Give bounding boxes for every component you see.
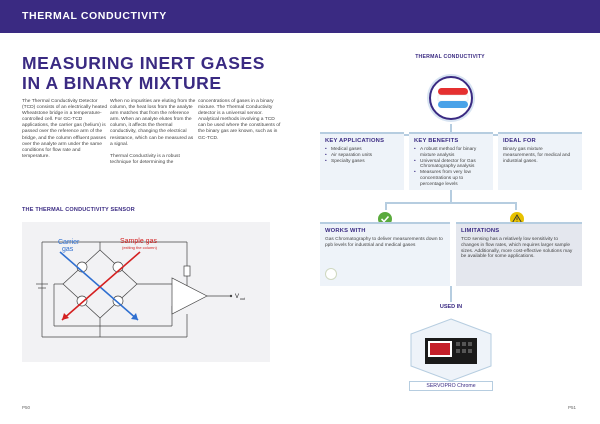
- card-title: LIMITATIONS: [461, 228, 500, 234]
- filament-resistor: [76, 295, 88, 307]
- sample-gas-label: Sample gas: [120, 238, 157, 245]
- carrier-label: gas: [62, 246, 74, 253]
- sample-gas-sublabel: (exiting the column): [122, 245, 158, 250]
- connector-line: [385, 202, 517, 204]
- paragraph: When no impurities are eluting from the …: [110, 99, 196, 147]
- list-item: A robust method for binary mixture analy…: [414, 147, 488, 159]
- card-title: KEY BENEFITS: [414, 138, 459, 144]
- header-title: THERMAL CONDUCTIVITY: [22, 10, 167, 22]
- page-header: THERMAL CONDUCTIVITY: [0, 0, 600, 33]
- used-in-title: USED IN: [439, 304, 463, 310]
- carrier-gas-arrowhead: [131, 313, 138, 320]
- applications-list: Medical gases Air separation units Speci…: [325, 147, 399, 164]
- title-line-1: MEASURING INERT GASES: [22, 53, 266, 73]
- list-item: Air separation units: [325, 153, 399, 159]
- wheatstone-bridge-diagram: Carrier gas Sample gas (exiting the colu…: [36, 238, 245, 338]
- connector-line: [450, 190, 452, 202]
- connector-line: [385, 202, 387, 210]
- title-line-2: IN A BINARY MIXTURE: [22, 73, 222, 93]
- card-text: Binary gas mixture measurements, for med…: [503, 147, 571, 164]
- card-title: WORKS WITH: [325, 228, 366, 234]
- benefits-list: A robust method for binary mixture analy…: [414, 147, 488, 188]
- sensor-cell-icon: [429, 76, 473, 120]
- list-item: Universal detector for Gas Chromatograph…: [414, 159, 488, 171]
- body-column-3: concentrations of gases in a binary mixt…: [198, 99, 284, 148]
- filament-resistor: [112, 295, 124, 307]
- key-applications-card: KEY APPLICATIONS Medical gases Air separ…: [320, 132, 404, 190]
- infographic-title: THERMAL CONDUCTIVITY: [415, 54, 485, 60]
- feedback-resistor: [183, 265, 191, 277]
- product-hexagon: [410, 318, 492, 382]
- sample-gas-arrow: [61, 251, 141, 321]
- paragraph: Thermal Conductivity is a robust techniq…: [110, 153, 180, 165]
- paragraph: The Thermal Conductivity Detector (TCD) …: [22, 99, 108, 159]
- op-amp: [171, 277, 208, 315]
- vout-subscript: out: [240, 297, 245, 301]
- bridge-diamond: [62, 249, 138, 319]
- leaf-icon: [325, 268, 337, 280]
- ideal-for-card: IDEAL FOR Binary gas mixture measurement…: [498, 132, 582, 190]
- limitations-card: LIMITATIONS TCD sensing has a relatively…: [456, 222, 582, 286]
- sensor-diagram: Carrier gas Sample gas (exiting the colu…: [22, 222, 270, 362]
- works-with-card: WORKS WITH Gas Chromatography to deliver…: [320, 222, 450, 286]
- card-text: Gas Chromatography to deliver measuremen…: [325, 237, 443, 248]
- list-item: Medical gases: [325, 147, 399, 153]
- output-terminal: [229, 294, 233, 298]
- product-name-label: SERVOPRO Chrome: [409, 381, 493, 391]
- carrier-gas-arrow: [59, 251, 139, 321]
- body-column-1: The Thermal Conductivity Detector (TCD) …: [22, 99, 108, 166]
- card-title: IDEAL FOR: [503, 138, 536, 144]
- connector-line: [450, 286, 452, 302]
- sensor-section-title: THE THERMAL CONDUCTIVITY SENSOR: [22, 207, 135, 213]
- list-item: Specialty gases: [325, 159, 399, 165]
- sample-gas-arrowhead: [62, 313, 69, 320]
- page-title: MEASURING INERT GASES IN A BINARY MIXTUR…: [22, 53, 292, 93]
- gas-cell-icon: [437, 88, 469, 108]
- page-number-right: P51: [568, 405, 577, 410]
- card-text: TCD sensing has a relatively low sensiti…: [461, 237, 573, 260]
- body-column-2: When no impurities are eluting from the …: [110, 99, 196, 172]
- carrier-label: Carrier: [58, 239, 80, 246]
- connector-line: [515, 202, 517, 210]
- key-benefits-card: KEY BENEFITS A robust method for binary …: [409, 132, 493, 190]
- page-number-left: P50: [22, 405, 31, 410]
- list-item: Measures from very low concentrations up…: [414, 170, 488, 187]
- vout-label: V: [235, 294, 239, 300]
- connector-line: [450, 124, 452, 136]
- card-title: KEY APPLICATIONS: [325, 138, 385, 144]
- paragraph: concentrations of gases in a binary mixt…: [198, 99, 281, 141]
